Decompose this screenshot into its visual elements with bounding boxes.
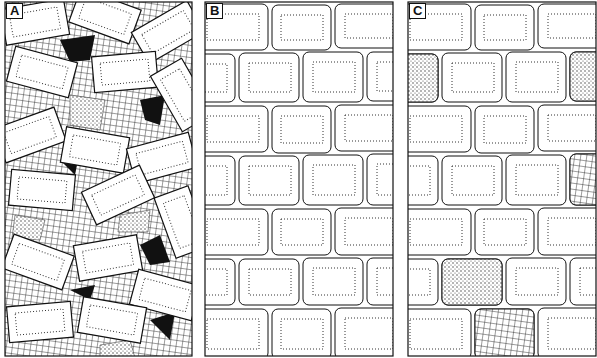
panel-frame xyxy=(408,2,596,356)
panel-c-replacement xyxy=(388,2,597,358)
panel-a-uncemented xyxy=(0,0,214,358)
panel-b-overgrowth xyxy=(185,2,417,358)
panel-label: A xyxy=(6,3,23,19)
panel-frame xyxy=(5,2,192,356)
panel-frame xyxy=(205,2,393,356)
panel-label-holder: C xyxy=(409,3,426,19)
replaced-grains xyxy=(408,52,596,356)
panel-label-holder: A xyxy=(6,3,23,19)
panel-label: C xyxy=(409,3,426,19)
panel-label-holder: B xyxy=(206,3,223,19)
detrital-grains xyxy=(5,2,192,343)
panel-label: B xyxy=(206,3,223,19)
